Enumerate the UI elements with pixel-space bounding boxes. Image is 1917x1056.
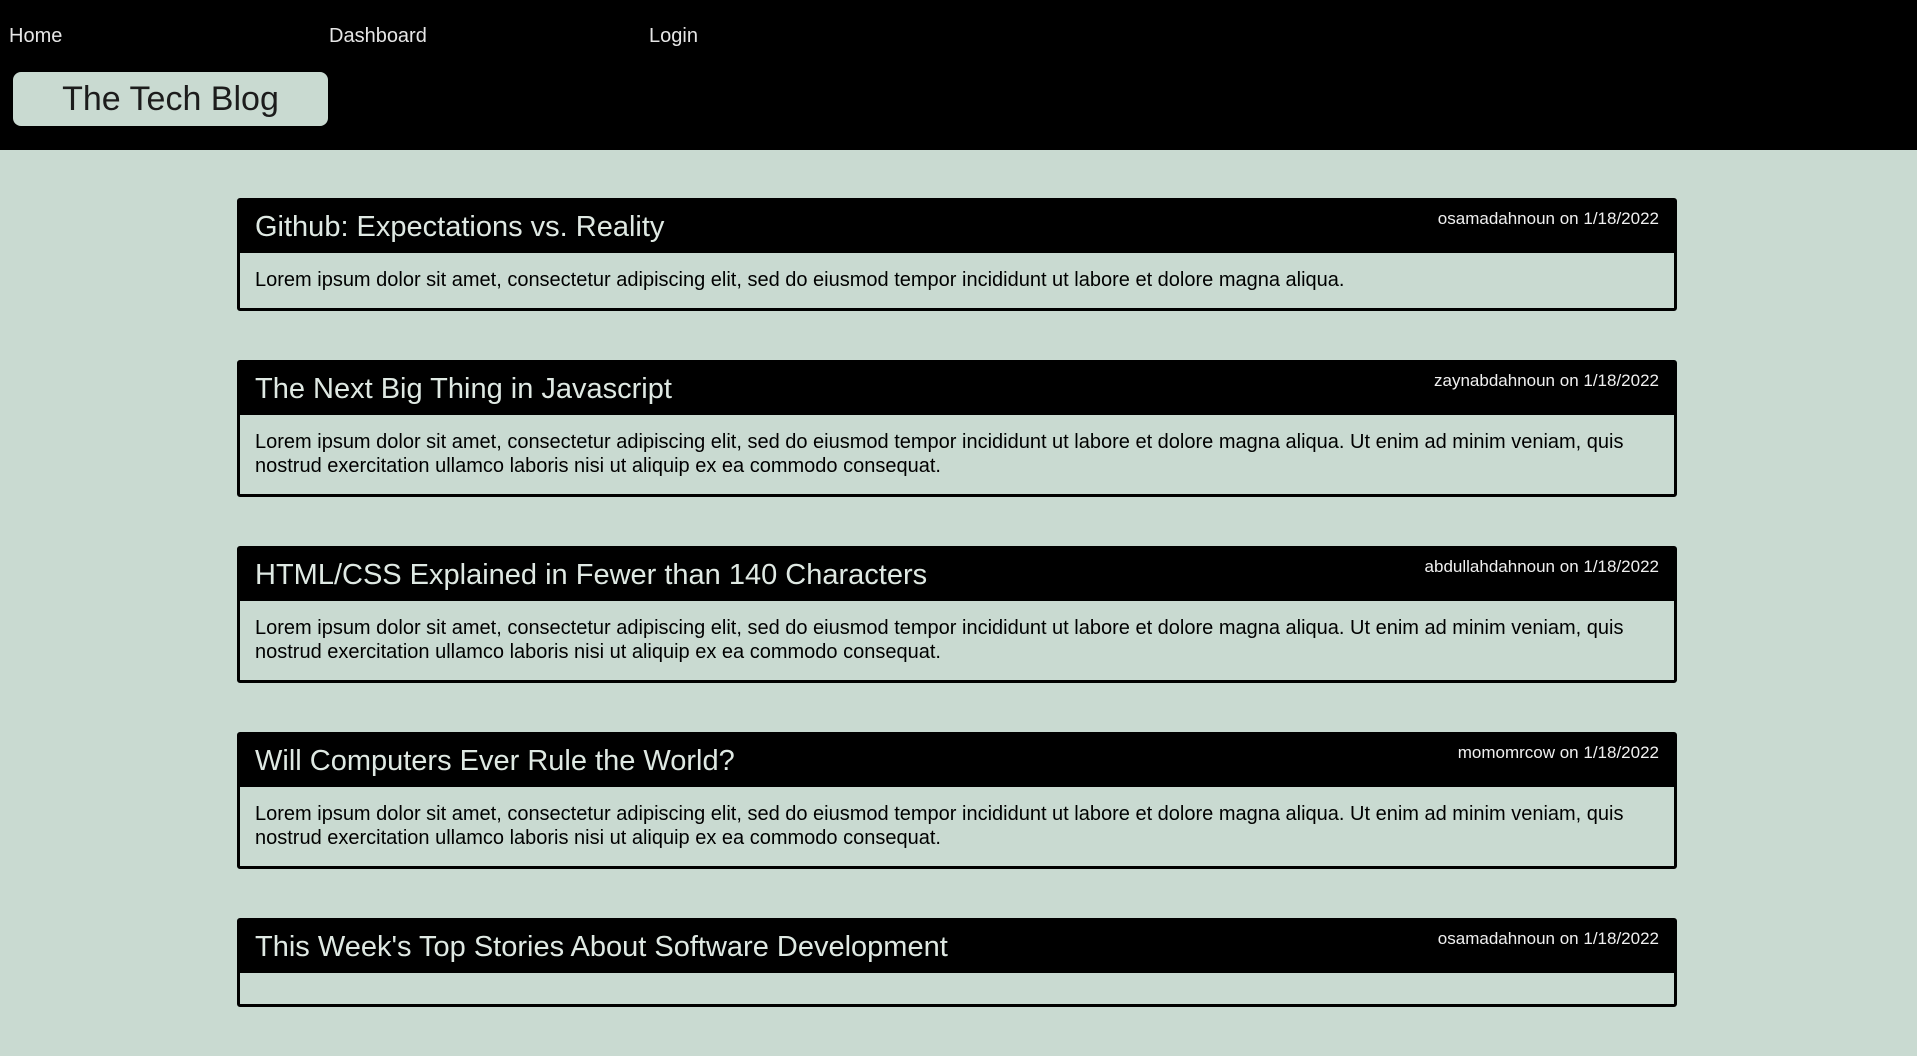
post-card[interactable]: HTML/CSS Explained in Fewer than 140 Cha… xyxy=(237,546,1677,683)
post-card[interactable]: Github: Expectations vs. Reality osamada… xyxy=(237,198,1677,311)
site-header: Home Dashboard Login The Tech Blog xyxy=(0,0,1917,150)
site-title: The Tech Blog xyxy=(13,72,328,126)
post-header: HTML/CSS Explained in Fewer than 140 Cha… xyxy=(240,549,1674,601)
post-meta: osamadahnoun on 1/18/2022 xyxy=(1437,209,1659,228)
post-body: Lorem ipsum dolor sit amet, consectetur … xyxy=(255,617,1624,663)
post-meta: osamadahnoun on 1/18/2022 xyxy=(1437,929,1659,948)
post-header: Will Computers Ever Rule the World? momo… xyxy=(240,735,1674,787)
nav-home-link[interactable]: Home xyxy=(9,25,63,47)
post-card[interactable]: This Week's Top Stories About Software D… xyxy=(237,918,1677,1007)
post-title[interactable]: HTML/CSS Explained in Fewer than 140 Cha… xyxy=(255,559,928,591)
main-nav: Home Dashboard Login xyxy=(0,24,1917,48)
post-body: Lorem ipsum dolor sit amet, consectetur … xyxy=(255,803,1624,849)
post-meta: momomrcow on 1/18/2022 xyxy=(1457,743,1659,762)
post-header: Github: Expectations vs. Reality osamada… xyxy=(240,201,1674,253)
post-card[interactable]: The Next Big Thing in Javascript zaynabd… xyxy=(237,360,1677,497)
nav-dashboard-link[interactable]: Dashboard xyxy=(329,25,427,47)
nav-login-link[interactable]: Login xyxy=(649,25,698,47)
post-title[interactable]: This Week's Top Stories About Software D… xyxy=(255,931,948,963)
post-list: Github: Expectations vs. Reality osamada… xyxy=(237,198,1677,1056)
post-body: Lorem ipsum dolor sit amet, consectetur … xyxy=(255,269,1345,291)
post-title[interactable]: Github: Expectations vs. Reality xyxy=(255,211,665,243)
post-title[interactable]: The Next Big Thing in Javascript xyxy=(255,373,672,405)
post-meta: zaynabdahnoun on 1/18/2022 xyxy=(1434,371,1659,390)
post-header: The Next Big Thing in Javascript zaynabd… xyxy=(240,363,1674,415)
post-meta: abdullahdahnoun on 1/18/2022 xyxy=(1424,557,1659,576)
post-card[interactable]: Will Computers Ever Rule the World? momo… xyxy=(237,732,1677,869)
post-title[interactable]: Will Computers Ever Rule the World? xyxy=(255,745,735,777)
post-body: Lorem ipsum dolor sit amet, consectetur … xyxy=(255,431,1624,477)
post-body xyxy=(240,973,1674,1004)
post-header: This Week's Top Stories About Software D… xyxy=(240,921,1674,973)
